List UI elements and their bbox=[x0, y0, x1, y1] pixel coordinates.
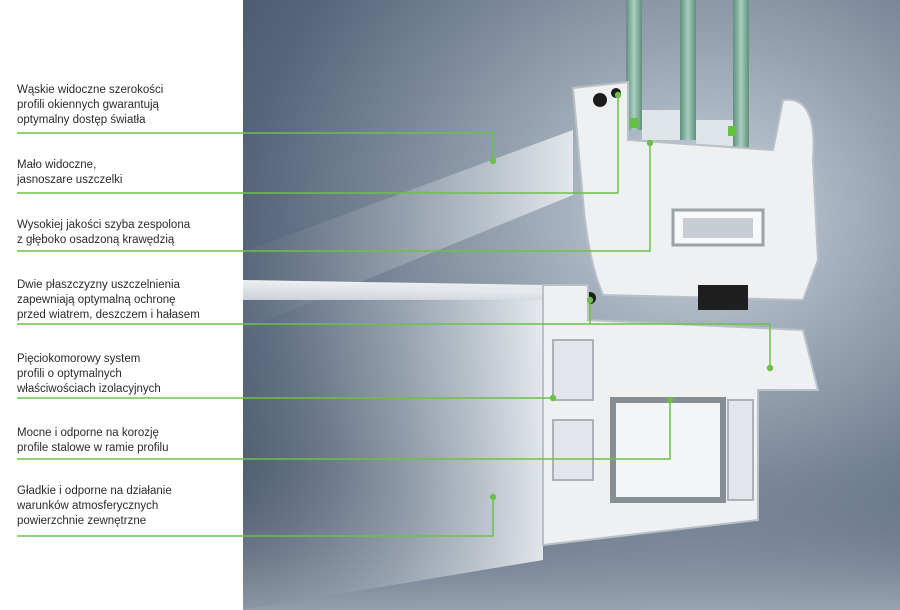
feature-line: Wysokiej jakości szyba zespolona bbox=[17, 219, 191, 231]
feature-line: Mało widoczne, bbox=[17, 159, 97, 171]
feature-line: warunków atmosferycznych bbox=[17, 500, 159, 512]
feature-line: zapewniają optymalną ochronę bbox=[17, 294, 176, 306]
frame-extrusion-side bbox=[243, 285, 543, 610]
callout-dot bbox=[549, 394, 557, 402]
feature-label-gaskets: Mało widoczne, jasnoszare uszczelki bbox=[17, 158, 242, 188]
callout-dot bbox=[489, 157, 497, 165]
callout-dot bbox=[646, 139, 654, 147]
feature-line: optymalny dostęp światła bbox=[17, 114, 146, 126]
callout-dot bbox=[666, 396, 674, 404]
feature-line: Gładkie i odporne na działanie bbox=[17, 485, 172, 497]
feature-line: profili okiennych gwarantują bbox=[17, 99, 159, 111]
callout-line-surfaces bbox=[17, 497, 494, 537]
callout-line-steel bbox=[17, 400, 671, 460]
feature-label-narrow-profiles: Wąskie widoczne szerokości profili okien… bbox=[17, 83, 242, 128]
callout-dot bbox=[586, 296, 594, 304]
feature-line: profile stalowe w ramie profilu bbox=[17, 442, 169, 454]
callout-dot bbox=[766, 364, 774, 372]
feature-line: przed wiatrem, deszczem i hałasem bbox=[17, 309, 200, 321]
callout-line-narrow-profiles bbox=[17, 132, 494, 160]
feature-list-panel: Wąskie widoczne szerokości profili okien… bbox=[0, 0, 243, 610]
sash-extrusion-side bbox=[243, 130, 573, 330]
callout-dot bbox=[614, 91, 622, 99]
feature-line: Mocne i odporne na korozję bbox=[17, 427, 159, 439]
feature-line: Dwie płaszczyzny uszczelnienia bbox=[17, 279, 180, 291]
feature-label-sealing-planes: Dwie płaszczyzny uszczelnienia zapewniaj… bbox=[17, 278, 242, 323]
feature-line: Wąskie widoczne szerokości bbox=[17, 84, 164, 96]
callout-line-glazing bbox=[17, 143, 651, 252]
feature-label-steel-reinforcement: Mocne i odporne na korozję profile stalo… bbox=[17, 426, 242, 456]
callout-dot bbox=[489, 493, 497, 501]
window-profile-cross-section-image bbox=[243, 0, 900, 610]
feature-label-surfaces: Gładkie i odporne na działanie warunków … bbox=[17, 484, 242, 529]
feature-label-five-chamber: Pięciokomorowy system profili o optymaln… bbox=[17, 352, 242, 397]
glass-unit bbox=[626, 0, 749, 150]
feature-label-glazing: Wysokiej jakości szyba zespolona z głębo… bbox=[17, 218, 242, 248]
feature-line: powierzchnie zewnętrzne bbox=[17, 515, 147, 527]
callout-line-sealing-planes bbox=[17, 323, 771, 368]
feature-line: profili o optymalnych bbox=[17, 368, 122, 380]
feature-line: jasnoszare uszczelki bbox=[17, 174, 123, 186]
feature-line: właściwościach izolacyjnych bbox=[17, 383, 161, 395]
callout-line-gaskets bbox=[17, 95, 619, 194]
frame-extrusion-top bbox=[243, 280, 573, 300]
frame-cross-section bbox=[542, 284, 820, 547]
window-profile-illustration bbox=[243, 0, 900, 610]
feature-line: z głęboko osadzoną krawędzią bbox=[17, 234, 175, 246]
feature-line: Pięciokomorowy system bbox=[17, 353, 141, 365]
sash-cross-section bbox=[571, 80, 820, 374]
